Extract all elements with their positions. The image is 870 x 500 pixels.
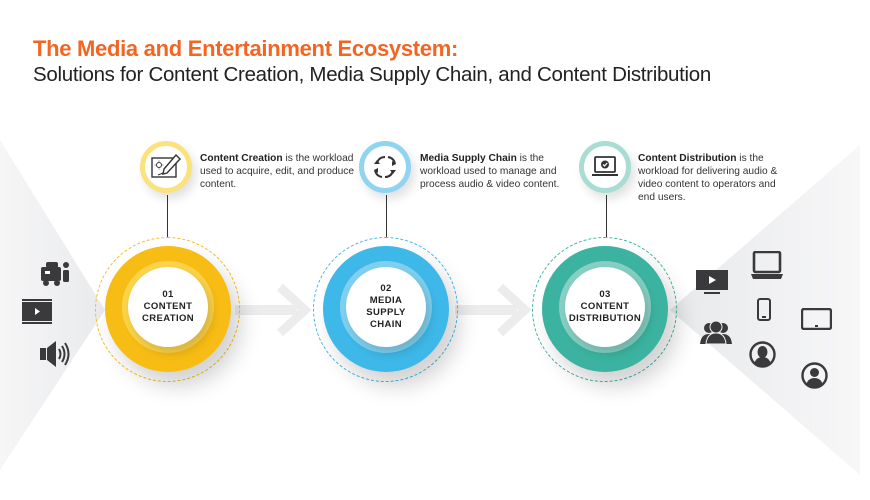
page-subtitle: Solutions for Content Creation, Media Su… bbox=[33, 63, 712, 86]
stage-label: 01 CONTENT CREATION bbox=[128, 267, 208, 347]
video-camera-icon bbox=[41, 262, 69, 286]
stage-label: 02 MEDIA SUPPLY CHAIN bbox=[346, 267, 426, 347]
stage-description: Media Supply Chain is the workload used … bbox=[420, 153, 560, 190]
stage-description: Content Creation is the workload used to… bbox=[200, 153, 355, 190]
laptop-check-icon bbox=[592, 156, 618, 176]
stage-icon-bubble bbox=[140, 141, 192, 193]
laptop-icon bbox=[751, 251, 783, 279]
stage-label: 03 CONTENT DISTRIBUTION bbox=[565, 267, 645, 347]
arrow-right-icon bbox=[235, 283, 312, 337]
arrow-right-icon bbox=[455, 283, 532, 337]
cycle-arrows-icon bbox=[374, 156, 396, 178]
stage-icon-bubble bbox=[359, 141, 411, 193]
stage-icon-bubble bbox=[579, 141, 631, 193]
user-group-icon bbox=[700, 320, 732, 344]
phone-icon bbox=[757, 298, 771, 321]
connector-line bbox=[606, 195, 607, 237]
pencil-drawing-icon bbox=[151, 153, 181, 178]
dashed-ring bbox=[95, 237, 240, 382]
connector-line bbox=[167, 195, 168, 237]
user-male-icon bbox=[801, 362, 828, 389]
video-player-icon bbox=[22, 299, 52, 324]
tv-play-icon bbox=[696, 270, 728, 294]
tablet-icon bbox=[801, 308, 832, 330]
dashed-ring bbox=[532, 237, 677, 382]
user-female-icon bbox=[749, 341, 776, 368]
stage-description: Content Distribution is the workload for… bbox=[638, 153, 778, 203]
dashed-ring bbox=[313, 237, 458, 382]
connector-line bbox=[386, 195, 387, 237]
speaker-icon bbox=[40, 341, 70, 367]
page-title: The Media and Entertainment Ecosystem: bbox=[33, 36, 459, 61]
